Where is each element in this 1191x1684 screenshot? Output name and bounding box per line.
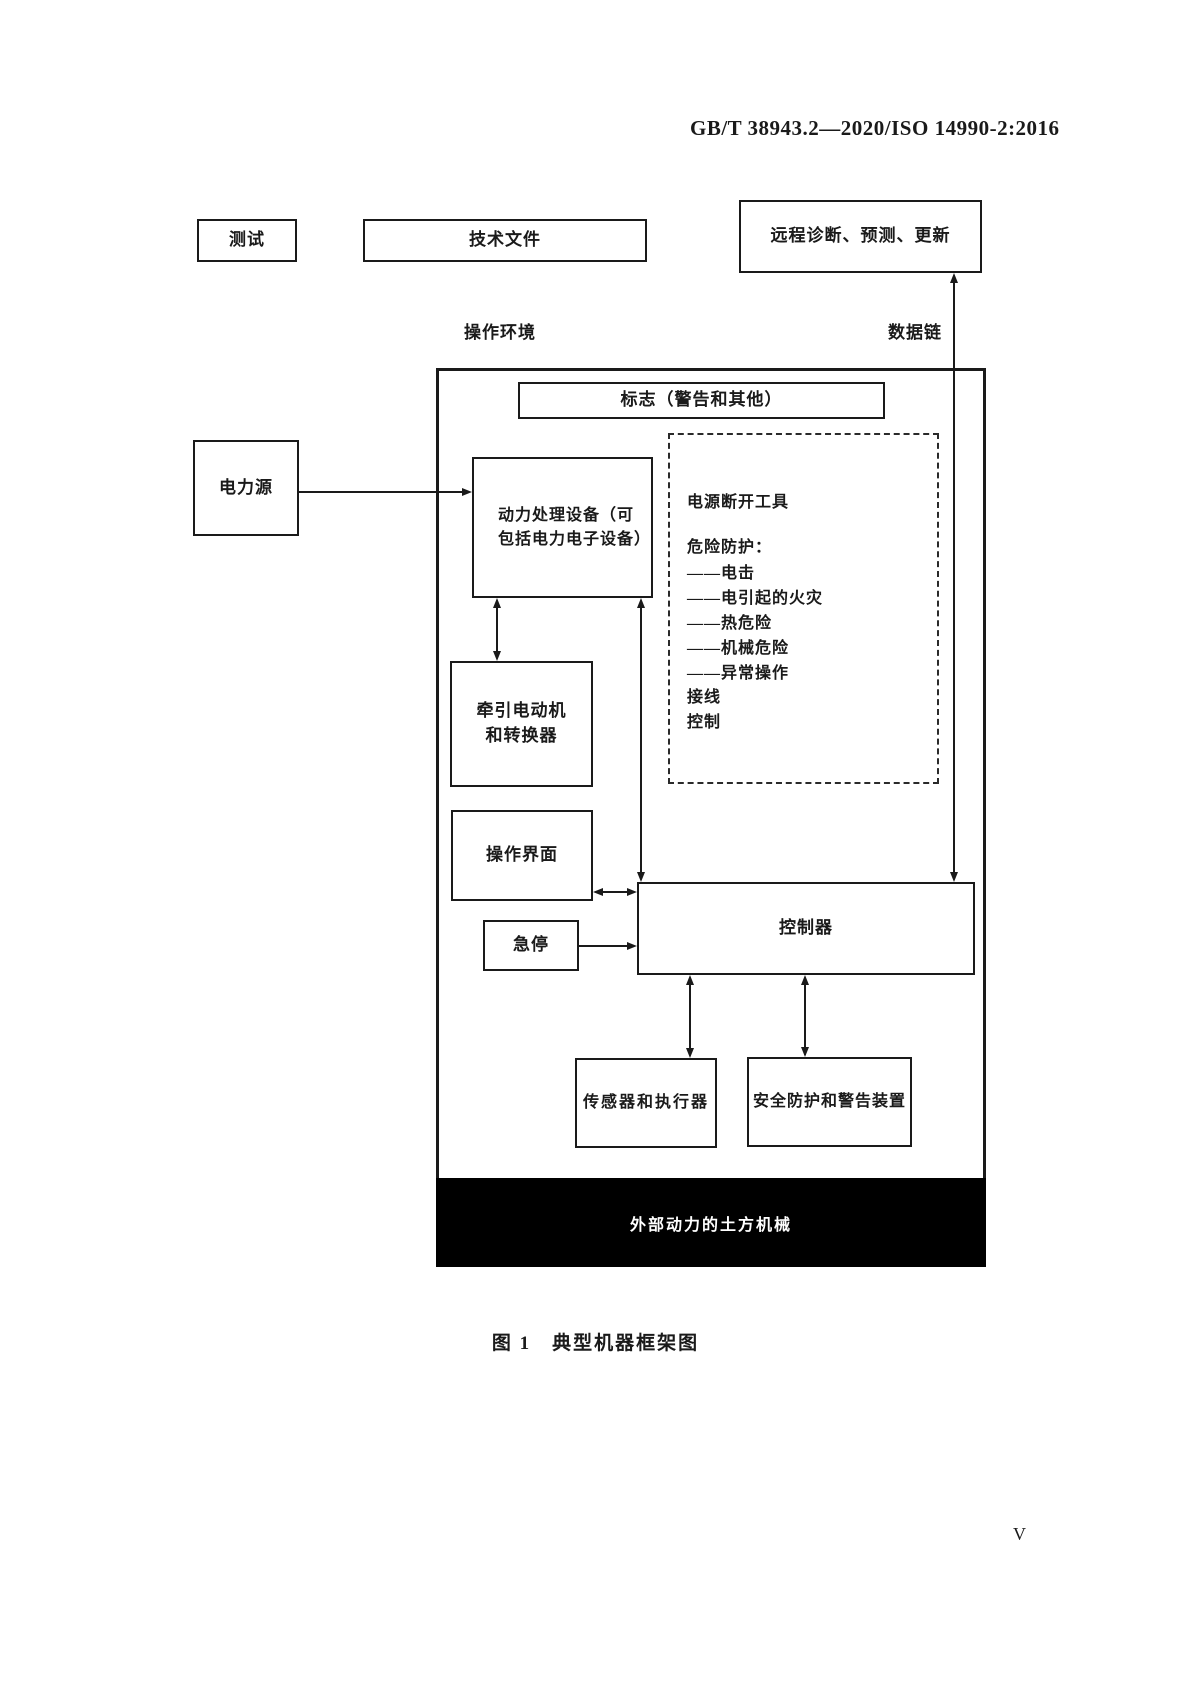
dashed-box-title: 电源断开工具: [687, 494, 790, 511]
processing-traction-line: [496, 601, 498, 658]
arrowhead-into-power-processing: [462, 488, 472, 496]
box-controller: 控制器: [637, 882, 975, 975]
power-source-line: [299, 491, 466, 493]
hazard-item: ——机械危险: [687, 640, 790, 657]
box-signs: 标志（警告和其他）: [518, 382, 885, 419]
figure-caption: 图 1 典型机器框架图: [491, 1333, 700, 1354]
box-test: 测试: [197, 219, 297, 262]
arrowhead-up-into-remote: [950, 273, 958, 283]
estop-controller-line: [579, 945, 631, 947]
arrowhead-into-interface: [593, 888, 603, 896]
box-safety-warning: 安全防护和警告装置: [747, 1057, 912, 1147]
page-header: GB/T 38943.2—2020/ISO 14990-2:2016: [690, 116, 1060, 140]
interface-controller-line: [596, 891, 634, 893]
box-emergency-stop: 急停: [483, 920, 579, 971]
arrowhead-down-into-controller: [950, 872, 958, 882]
machine-bar: 外部动力的土方机械: [436, 1178, 986, 1267]
dashed-box-extra: 控制: [687, 714, 722, 731]
arrowhead-up-into-controller-bottom2: [801, 975, 809, 985]
box-technical-documents: 技术文件: [363, 219, 647, 262]
box-sensors-actuators: 传感器和执行器: [575, 1058, 717, 1148]
arrowhead-down-into-controller2: [637, 872, 645, 882]
box-operator-interface: 操作界面: [451, 810, 593, 901]
arrowhead-estop-into-controller: [627, 942, 637, 950]
arrowhead-down-into-safety: [801, 1047, 809, 1057]
dashed-box-subtitle: 危险防护：: [687, 539, 773, 556]
processing-controller-line: [640, 601, 642, 879]
arrowhead-down-into-sensors: [686, 1048, 694, 1058]
box-power-processing: 动力处理设备（可 包括电力电子设备）: [472, 457, 653, 598]
dashed-requirements-box: 电源断开工具 危险防护： ——电击 ——电引起的火灾 ——热危险 ——机械危险 …: [668, 433, 939, 784]
arrowhead-down-into-traction: [493, 651, 501, 661]
hazard-item: ——热危险: [687, 615, 773, 632]
controller-sensors-line: [689, 978, 691, 1055]
hazard-item: ——电击: [687, 565, 756, 582]
box-remote-diagnostics: 远程诊断、预测、更新: [739, 200, 982, 273]
label-data-link: 数据链: [888, 323, 942, 342]
hazard-item: ——电引起的火灾: [687, 590, 824, 607]
controller-safety-line: [804, 978, 806, 1055]
dashed-box-extra: 接线: [687, 689, 722, 706]
arrowhead-up-into-controller-bottom1: [686, 975, 694, 985]
arrowhead-up-into-processing: [493, 598, 501, 608]
box-power-source: 电力源: [193, 440, 299, 536]
arrowhead-up-into-processing2: [637, 598, 645, 608]
data-link-line: [953, 278, 955, 876]
arrowhead-into-controller-left: [627, 888, 637, 896]
box-traction-motor: 牵引电动机 和转换器: [450, 661, 593, 787]
label-operating-environment: 操作环境: [464, 323, 536, 342]
hazard-item: ——异常操作: [687, 665, 790, 682]
page-number: V: [1013, 1524, 1026, 1544]
